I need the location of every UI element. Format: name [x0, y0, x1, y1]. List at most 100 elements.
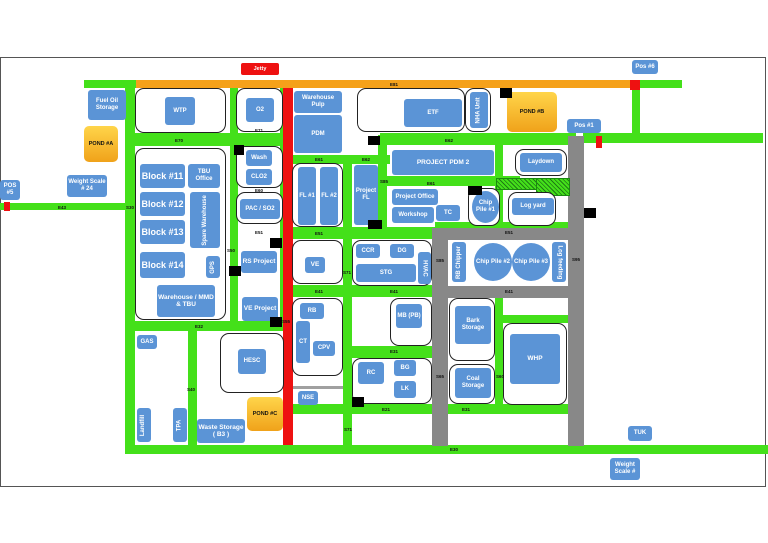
building-gps[interactable]: GPS — [206, 256, 220, 278]
road-e81-east — [640, 80, 682, 88]
building-rs-project[interactable]: RS Project — [241, 251, 277, 273]
building-project-fl[interactable]: Project FL — [354, 165, 378, 225]
building-rb[interactable]: RB — [300, 303, 324, 319]
building-fl-1[interactable]: FL #1 — [298, 167, 316, 225]
weight-scale-24[interactable]: Weight Scale # 24 — [67, 175, 107, 197]
label-e71: E71 — [255, 128, 264, 133]
landfill-label: Landfill — [140, 414, 147, 436]
spare-warehouse-label: Spare Warehouse — [201, 194, 208, 246]
building-project-pdm-2[interactable]: PROJECT PDM 2 — [392, 150, 494, 175]
rail-crossing-marker — [4, 202, 10, 211]
building-laydown[interactable]: Laydown — [520, 153, 562, 172]
post-1[interactable]: Pos #1 — [567, 119, 601, 133]
label-s40: S40 — [187, 387, 196, 392]
hvac-label: HVAC — [421, 259, 428, 277]
building-warehouse-pulp[interactable]: Warehouse Pulp — [294, 91, 342, 113]
label-e21: E21 — [382, 407, 391, 412]
label-s50: S50 — [227, 248, 236, 253]
building-cpv[interactable]: CPV — [313, 341, 335, 356]
building-mb-pb[interactable]: MB (PB) — [396, 304, 422, 328]
label-s55: S55 — [282, 319, 291, 324]
building-log-feeding[interactable]: Log feeding — [552, 242, 566, 282]
rail-crossing-marker — [630, 80, 640, 90]
building-chip-pile-3[interactable]: Chip Pile #3 — [512, 243, 550, 281]
building-etf[interactable]: ETF — [404, 99, 462, 127]
building-block-13[interactable]: Block #13 — [140, 220, 185, 244]
road-e81-west — [84, 80, 136, 88]
label-s30: S30 — [126, 205, 135, 210]
label-s71b: S71 — [344, 427, 353, 432]
building-block-12[interactable]: Block #12 — [140, 192, 185, 216]
label-e61b: E61 — [427, 181, 436, 186]
building-wtp[interactable]: WTP — [165, 97, 195, 125]
rb-chipper-label: RB Chipper — [455, 245, 462, 279]
building-whp[interactable]: WHP — [510, 334, 560, 384]
building-gas[interactable]: GAS — [137, 335, 157, 349]
post-5[interactable]: POS #5 — [0, 180, 20, 200]
label-e51: E51 — [255, 230, 264, 235]
building-ccr[interactable]: CCR — [356, 244, 380, 258]
road-e40-east — [500, 315, 570, 323]
building-block-14[interactable]: Block #14 — [140, 252, 185, 278]
building-landfill[interactable]: Landfill — [137, 408, 151, 442]
building-tpa[interactable]: TPA — [173, 408, 187, 442]
gate-marker — [368, 220, 382, 229]
label-s85: S85 — [380, 179, 389, 184]
post-tuk[interactable]: TUK — [628, 426, 652, 441]
gate-marker — [468, 186, 482, 195]
building-wash[interactable]: Wash — [246, 150, 272, 166]
building-nse[interactable]: NSE — [298, 391, 318, 405]
building-hvac[interactable]: HVAC — [418, 252, 431, 284]
building-chip-pile-1[interactable]: Chip Pile #1 — [472, 191, 499, 223]
building-pdm[interactable]: PDM — [294, 115, 342, 153]
map-frame — [0, 57, 766, 487]
building-rb-chipper[interactable]: RB Chipper — [452, 242, 466, 282]
gate-marker — [229, 266, 241, 276]
gate-marker — [584, 208, 596, 218]
building-warehouse-mmd-tbu[interactable]: Warehouse / MMD & TBU — [157, 285, 215, 317]
building-lk[interactable]: LK — [394, 381, 416, 398]
building-nha-unit[interactable]: NHA Unit — [470, 92, 488, 128]
building-bg[interactable]: BG — [394, 360, 416, 376]
building-block-11[interactable]: Block #11 — [140, 164, 185, 188]
building-ve[interactable]: VE — [305, 257, 325, 273]
building-rc[interactable]: RC — [358, 362, 384, 384]
building-project-office[interactable]: Project Office — [392, 189, 438, 205]
log-feeding-label: Log feeding — [556, 244, 563, 279]
building-workshop[interactable]: Workshop — [392, 207, 434, 223]
road-e31-east — [435, 404, 575, 414]
road-e32 — [125, 321, 285, 331]
road-north-east-vertical — [632, 80, 640, 138]
weight-scale-factory[interactable]: Weight Scale # — [610, 458, 640, 480]
building-tc[interactable]: TC — [436, 205, 460, 221]
gate-marker — [368, 136, 380, 145]
building-chip-pile-2[interactable]: Chip Pile #2 — [474, 243, 512, 281]
building-fuel-oil-storage[interactable]: Fuel Oil Storage — [88, 90, 126, 120]
building-fl-2[interactable]: FL #2 — [320, 167, 338, 225]
building-ct[interactable]: CT — [296, 321, 310, 363]
building-dg[interactable]: DG — [390, 244, 414, 258]
building-waste-storage-b3[interactable]: Waste Storage ( B3 ) — [197, 419, 245, 443]
building-tbu-office[interactable]: TBU Office — [188, 164, 220, 188]
label-s85b: S85 — [436, 258, 445, 263]
road-e43 — [0, 203, 130, 210]
road-west-vertical — [125, 80, 135, 453]
post-6[interactable]: Pos #6 — [632, 60, 658, 74]
building-hesc[interactable]: HESC — [238, 349, 266, 374]
building-clo2[interactable]: CLO2 — [246, 169, 272, 185]
road-e21 — [290, 404, 435, 414]
building-log-yard[interactable]: Log yard — [512, 198, 554, 215]
pond-b: POND #B — [507, 92, 557, 132]
gate-marker — [500, 88, 512, 98]
jetty: Jetty — [241, 63, 279, 75]
building-bark-storage[interactable]: Bark Storage — [455, 306, 491, 344]
tpa-label: TPA — [176, 419, 183, 431]
building-stg[interactable]: STG — [356, 264, 416, 282]
road-s65 — [495, 296, 503, 406]
label-e41b: E41 — [390, 289, 399, 294]
building-o2[interactable]: O2 — [246, 98, 274, 122]
building-coal-storage[interactable]: Coal Storage — [455, 368, 491, 398]
building-pac-so2[interactable]: PAC / SO2 — [240, 199, 280, 219]
label-s65: S65 — [436, 374, 445, 379]
building-spare-warehouse[interactable]: Spare Warehouse — [190, 192, 220, 248]
